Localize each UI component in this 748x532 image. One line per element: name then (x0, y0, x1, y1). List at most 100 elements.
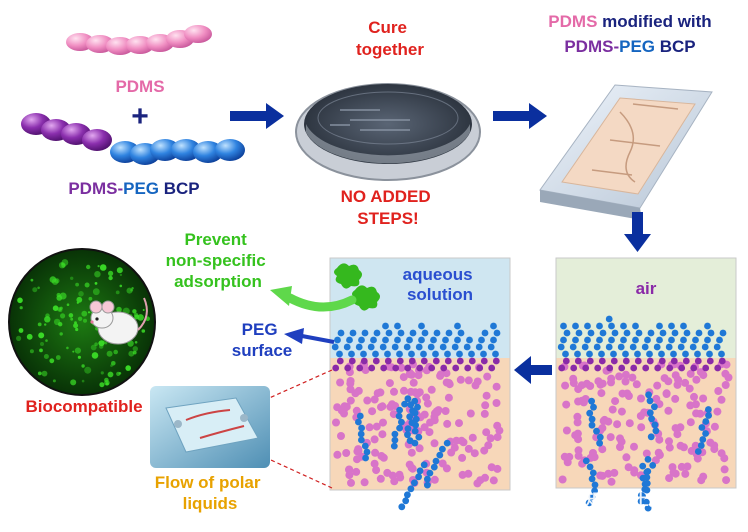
polymer-bead (722, 476, 731, 485)
polymer-bead (424, 475, 431, 483)
cell-speck (83, 318, 87, 323)
polymer-bead (706, 357, 714, 365)
cell-speck (60, 313, 66, 319)
polymer-bead (378, 430, 387, 439)
polymer-bead (608, 322, 615, 330)
polymer-bead (668, 336, 675, 344)
polymer-bead (463, 343, 471, 351)
polymer-bead (430, 416, 439, 425)
cell-speck (126, 287, 133, 294)
polymer-bead (407, 401, 415, 409)
polymer-bead (557, 343, 565, 351)
polymer-bead (380, 364, 388, 372)
watermark: 知乎 @知识泥土六二三 (531, 490, 697, 509)
polymer-bead (346, 396, 355, 405)
polymer-bead (407, 448, 416, 457)
cell-speck (94, 342, 98, 347)
arrow-left-icon (514, 356, 552, 384)
polymer-bead (704, 322, 711, 330)
polymer-bead (637, 423, 646, 432)
polymer-bead (575, 329, 583, 337)
polymer-bead (717, 449, 726, 458)
polymer-bead (358, 336, 365, 344)
polymer-bead (630, 364, 638, 372)
polymer-bead (641, 343, 649, 351)
cell-speck (77, 355, 81, 359)
polymer-bead (442, 336, 449, 344)
cell-speck (74, 321, 77, 325)
cell-speck (18, 328, 24, 333)
cell-speck (70, 317, 74, 321)
polymer-bead (492, 399, 501, 407)
polymer-bead (587, 329, 595, 337)
polymer-bead (646, 397, 654, 405)
polymer-bead (492, 350, 499, 358)
cell-speck (59, 332, 63, 336)
polymer-bead (591, 487, 598, 495)
polymer-bead (432, 457, 440, 465)
polymer-bead (596, 322, 603, 330)
cell-speck (128, 350, 135, 357)
polymer-bead (598, 445, 607, 454)
cell-speck (16, 335, 22, 341)
polymer-bead (394, 322, 401, 330)
polymer-bead (558, 364, 566, 372)
polymer-bead (396, 424, 403, 432)
polymer-bead (659, 329, 667, 337)
cell-speck (58, 322, 63, 327)
polymer-bead (399, 373, 408, 382)
polymer-bead (702, 430, 709, 437)
cell-speck (104, 380, 110, 386)
cell-speck (58, 308, 63, 312)
polymer-bead (444, 357, 452, 365)
polymer-bead (391, 343, 399, 351)
polymer-bead (625, 419, 634, 428)
polymer-bead (355, 418, 362, 426)
polymer-bead (671, 469, 680, 478)
polymer-bead (637, 492, 645, 499)
polymer-bead (621, 370, 630, 379)
polymer-bead (415, 433, 423, 441)
cell-speck (141, 329, 146, 333)
polymer-bead (470, 449, 479, 458)
polymer-bead (348, 350, 355, 358)
polymer-bead (384, 350, 391, 358)
polymer-bead (370, 459, 379, 468)
polymer-bead (414, 371, 423, 380)
polymer-bead (468, 350, 475, 358)
air-label: air (636, 279, 657, 298)
polymer-bead (610, 357, 618, 365)
polymer-bead (653, 343, 661, 351)
polymer-bead (475, 343, 483, 351)
polymer-bead (607, 378, 615, 387)
polymer-bead (394, 336, 401, 344)
polymer-bead (682, 357, 690, 365)
polymer-bead (670, 357, 678, 365)
polymer-bead (630, 442, 638, 451)
polymer-bead (426, 469, 434, 477)
polymer-bead (710, 445, 719, 454)
polymer-bead (486, 434, 495, 443)
polymer-bead (344, 364, 352, 372)
polymer-bead (651, 421, 659, 429)
polymer-bead (352, 406, 361, 415)
cell-speck (113, 349, 118, 355)
polymer-bead (598, 424, 607, 433)
polymer-bead (382, 322, 389, 330)
polymer-bead (719, 329, 727, 337)
arrow-left-icon (284, 328, 335, 344)
polymer-bead (561, 381, 570, 390)
polymer-bead (658, 350, 665, 358)
polymer-bead (427, 343, 435, 351)
cell-speck (132, 350, 137, 355)
polymer-bead (373, 329, 381, 337)
cell-speck (49, 358, 55, 364)
polymer-bead (443, 419, 452, 428)
polymer-bead (584, 322, 591, 330)
polymer-bead (348, 357, 356, 365)
polymer-bead (696, 368, 705, 377)
polymer-bead (378, 402, 387, 411)
polymer-bead (702, 418, 710, 425)
cell-speck (70, 276, 74, 280)
